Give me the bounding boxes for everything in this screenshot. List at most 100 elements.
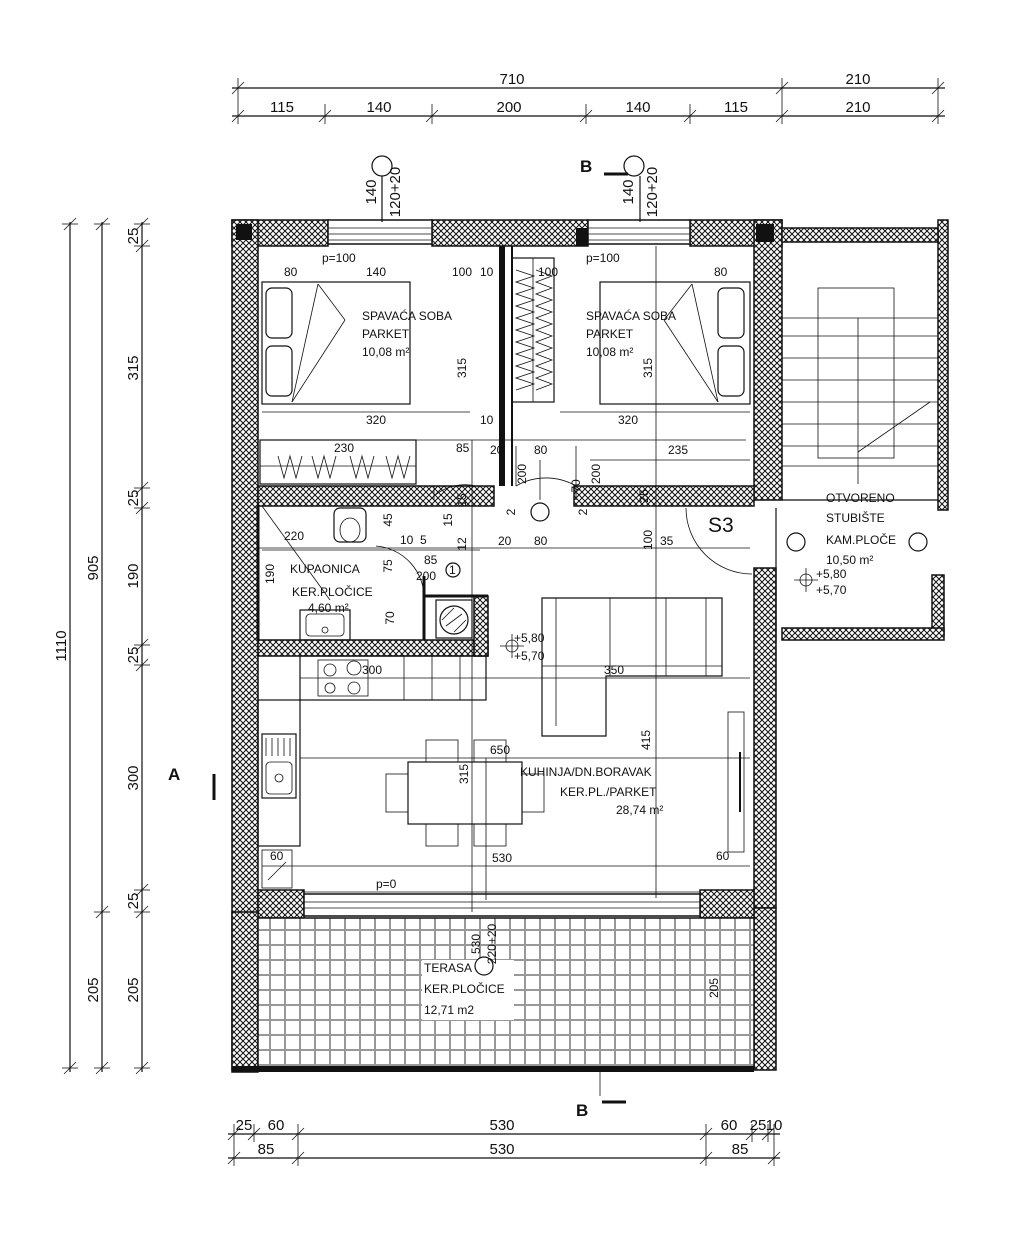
b2-dim-235: 235 — [668, 443, 688, 457]
dim-left-1110: 1110 — [53, 630, 70, 661]
window2-sill: p=100 — [586, 251, 620, 265]
bath-dim-15a: 15 — [441, 513, 455, 527]
window-bedroom1 — [327, 219, 433, 245]
bath-dim-200: 200 — [416, 569, 436, 583]
living-area: 28,74 m² — [616, 803, 663, 817]
dim-left-315: 315 — [125, 355, 142, 380]
interior-partitions — [236, 224, 774, 640]
sofa — [541, 597, 723, 737]
window1-140: 140 — [363, 179, 380, 204]
terrace-axis-circle — [474, 956, 494, 976]
section-b-top: B — [580, 157, 592, 176]
b1-dim-315: 315 — [455, 358, 469, 378]
dim-top-710: 710 — [499, 71, 524, 88]
toilet — [333, 507, 367, 543]
liv-dim-35: 35 — [660, 534, 674, 548]
liv-dim-80: 80 — [534, 534, 548, 548]
liv-dim-20: 20 — [498, 534, 512, 548]
b2-dim-320: 320 — [618, 413, 638, 427]
stairs-name1: OTVORENO — [826, 491, 895, 505]
dim-left-300: 300 — [125, 765, 142, 790]
window-bedroom2 — [587, 219, 691, 245]
dim-top-200: 200 — [496, 99, 521, 116]
bedroom2-name: SPAVAĆA SOBA — [586, 308, 676, 323]
bathroom-area: 4,60 m² — [308, 601, 349, 615]
hall-dim-20: 20 — [490, 443, 504, 457]
bottom-dimensions: 25 60 530 60 25 10 85 530 85 — [227, 1117, 783, 1166]
bath-dim-220: 220 — [284, 529, 304, 543]
window2-140: 140 — [620, 179, 637, 204]
dim-left-25b: 25 — [125, 490, 142, 507]
hall-axis-circle — [530, 502, 550, 522]
stair-axis-circle-2 — [908, 532, 928, 552]
b2-dim-10: 10 — [480, 265, 494, 279]
bath-dim-85: 85 — [424, 553, 438, 567]
door-number-circle — [445, 562, 461, 578]
dim-bot-530b: 530 — [489, 1141, 514, 1158]
dim-left-25a: 25 — [125, 228, 142, 245]
liv-dim-60a: 60 — [270, 849, 284, 863]
liv-dim-60b: 60 — [716, 849, 730, 863]
bath-dim-10: 10 — [400, 533, 414, 547]
hall-dim-25: 25 — [637, 489, 651, 503]
dim-left-905: 905 — [85, 555, 102, 580]
dim-bot-85a: 85 — [258, 1141, 275, 1158]
bed-1 — [261, 281, 411, 405]
dim-top-115b: 115 — [724, 99, 748, 116]
bath-dim-15b: 15 — [455, 493, 469, 507]
window1-sill: p=100 — [322, 251, 356, 265]
liv-dim-650: 650 — [490, 743, 510, 757]
bedroom1-area: 10,08 m² — [362, 345, 409, 359]
bedroom1-name: SPAVAĆA SOBA — [362, 308, 452, 323]
hall-dim-2a: 2 — [504, 508, 518, 515]
b2-dim-100: 100 — [538, 265, 558, 279]
terrace-dim-205: 205 — [707, 978, 721, 998]
terrace-floor: KER.PLOČICE — [424, 981, 505, 996]
dim-bot-25b: 25 — [750, 1117, 767, 1134]
hall-dim-70: 70 — [569, 479, 583, 493]
terrace: TERASA KER.PLOČICE 12,71 m2 205 530 220+… — [232, 877, 755, 1072]
stair-door: S3 — [685, 507, 753, 575]
walls — [231, 219, 949, 1073]
washbasin — [299, 609, 351, 641]
hall-dim-2b: 2 — [576, 508, 590, 515]
b1-dim-80: 80 — [284, 265, 298, 279]
dim-bot-530a: 530 — [489, 1117, 514, 1134]
bed-2 — [599, 281, 751, 405]
dim-bot-85b: 85 — [732, 1141, 749, 1158]
stairs-area: 10,50 m² — [826, 553, 873, 567]
bath-dim-5: 5 — [420, 533, 427, 547]
dim-bot-10: 10 — [766, 1117, 783, 1134]
bath-dim-12: 12 — [455, 537, 469, 551]
liv-dim-315: 315 — [457, 764, 471, 784]
bedroom1: SPAVAĆA SOBA PARKET 10,08 m² 80 140 100 … — [259, 265, 746, 485]
bath-dim-70: 70 — [383, 611, 397, 625]
wardrobe-2 — [511, 257, 555, 403]
terrace-door — [303, 893, 701, 917]
living-floor: KER.PL./PARKET — [560, 785, 657, 799]
hall-dim-200a: 200 — [515, 464, 529, 484]
stairs-level-bot: +5,70 — [816, 583, 847, 597]
tv-unit — [727, 711, 745, 853]
dim-bot-25a: 25 — [236, 1117, 253, 1134]
hallway: 20 80 200 70 200 2 2 25 — [433, 443, 651, 522]
b1-dim-230: 230 — [334, 441, 354, 455]
dim-left-205a: 205 — [85, 977, 102, 1002]
pillow-1a — [265, 287, 293, 339]
pillow-2b — [717, 345, 745, 397]
b2-dim-80: 80 — [714, 265, 728, 279]
window2-height: 120+20 — [644, 167, 661, 217]
b1-dim-85: 85 — [456, 441, 470, 455]
bathroom-name: KUPAONICA — [290, 562, 360, 576]
bathroom: 1 KUPAONICA KER.PLOČICE 4,60 m² 220 45 1… — [261, 493, 480, 641]
stairs-floor: KAM.PLOČE — [826, 532, 896, 547]
living-level-top: +5,80 — [514, 631, 545, 645]
pillow-1b — [265, 345, 293, 397]
stair-axis-circle-1 — [786, 532, 806, 552]
dim-top-210b: 210 — [845, 99, 870, 116]
stair-code: S3 — [708, 514, 734, 537]
b2-dim-10b: 10 — [480, 413, 494, 427]
terrace-area: 12,71 m2 — [424, 1003, 474, 1017]
dim-left-190: 190 — [125, 563, 142, 588]
bath-dim-190: 190 — [263, 564, 277, 584]
